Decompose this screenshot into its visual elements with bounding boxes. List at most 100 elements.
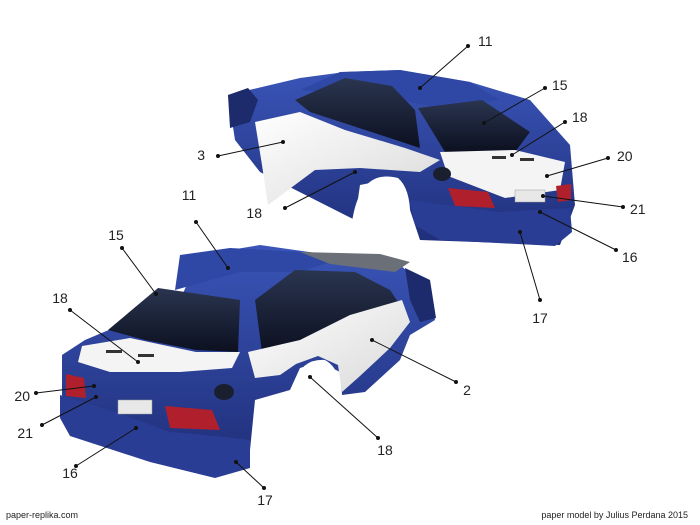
lower-car-callout-dot-16-start	[134, 426, 138, 430]
upper-car-shell	[228, 70, 575, 246]
upper-car-callout-line-16	[539, 211, 617, 251]
upper-car-callout-line-21	[542, 195, 624, 208]
upper-car-callout-line-20	[546, 157, 609, 177]
upper-car-front-cutout	[228, 88, 258, 128]
lower-car-taillight-left	[66, 374, 86, 398]
lower-car-callout-line-15	[121, 247, 157, 295]
footer-site: paper-replika.com	[6, 510, 79, 520]
lower-car-callout-label-21: 21	[17, 425, 33, 441]
upper-car-callout-dot-11-end	[466, 44, 470, 48]
lower-car-callout-dot-18-end	[68, 308, 72, 312]
lower-car-callout-dot-21-end	[40, 423, 44, 427]
lower-car-roof	[175, 248, 330, 290]
lower-car-front-cutout	[405, 268, 436, 322]
upper-car-callout-line-15	[483, 87, 546, 124]
lower-car-fuel-cap	[214, 384, 234, 400]
upper-car-callout-dot-15-start	[482, 121, 486, 125]
upper-car-callout-dot-18-end	[283, 206, 287, 210]
lower-car-callout-label-18: 18	[377, 442, 393, 458]
lower-car-rear-window	[108, 288, 240, 352]
upper-car-callout-dot-18-end	[563, 120, 567, 124]
lower-car-taillight-right	[165, 406, 220, 430]
lower-car-callout-dot-18-end	[376, 436, 380, 440]
upper-car-callout-dot-20-end	[606, 156, 610, 160]
upper-car-callout-dot-11-start	[418, 86, 422, 90]
upper-car-wheel-arch	[352, 176, 411, 225]
lower-car-callout-dot-15-start	[154, 292, 158, 296]
upper-car-trunk	[440, 150, 565, 198]
lower-car-wheel-arch	[292, 359, 342, 395]
upper-car-callout-dot-17-end	[538, 298, 542, 302]
upper-car-callout-label-17: 17	[532, 310, 548, 326]
lower-car-shell	[60, 245, 436, 478]
upper-car-callout-dot-18-start	[353, 170, 357, 174]
lower-car-callout-dot-17-start	[234, 460, 238, 464]
lower-car-roof-panel	[300, 252, 410, 272]
lower-car-callout-dot-16-end	[74, 464, 78, 468]
upper-car-callout-dot-15-end	[543, 86, 547, 90]
upper-car-callout-dot-3-end	[216, 154, 220, 158]
upper-car-license-plate	[514, 189, 546, 203]
lower-car-callout-label-20: 20	[14, 388, 30, 404]
lower-car-callout-dot-18-start	[308, 375, 312, 379]
upper-car-fuel-cap	[433, 167, 451, 181]
lower-car-callout-dot-11-start	[226, 266, 230, 270]
upper-car-callout-line-17	[519, 231, 541, 301]
footer-credit: paper model by Julius Perdana 2015	[541, 510, 688, 520]
lower-car-livery-side	[248, 300, 410, 392]
lower-car-callout-dot-2-start	[370, 338, 374, 342]
upper-car-callout-dot-16-start	[538, 210, 542, 214]
upper-car-callout-line-11	[419, 45, 469, 89]
upper-car-rear-window	[418, 100, 530, 152]
upper-car-trunk-vent-1	[492, 156, 506, 159]
upper-car-side-window	[295, 78, 420, 148]
lower-car-callout-line-17	[235, 461, 265, 489]
upper-car-callout-label-15: 15	[552, 77, 568, 93]
lower-car-callout-line-18	[69, 309, 139, 363]
upper-car-callout-label-16: 16	[622, 249, 638, 265]
lower-car-callout-dot-18-start	[136, 360, 140, 364]
lower-car-callout-line-21	[41, 396, 97, 426]
upper-car-taillight-left	[448, 188, 495, 208]
upper-car-taillight-right	[556, 184, 571, 202]
lower-car-license-plate	[117, 399, 153, 415]
upper-car-callout-label-20: 20	[617, 148, 633, 164]
lower-car-callout-dot-15-end	[120, 246, 124, 250]
upper-car-livery-side	[255, 112, 440, 205]
lower-car-callout-dot-2-end	[454, 380, 458, 384]
lower-car-callout-label-2: 2	[463, 382, 471, 398]
lower-car-trunk-vent-2	[138, 354, 154, 357]
lower-car-trunk-vent-1	[106, 350, 122, 353]
upper-car-callout-label-21: 21	[630, 201, 646, 217]
lower-car-callout-line-2	[371, 339, 457, 383]
lower-car-callout-line-20	[35, 385, 95, 394]
lower-car-callout-label-18: 18	[52, 290, 68, 306]
upper-car-callout-dot-17-start	[518, 230, 522, 234]
upper-car-callout-dot-18-start	[510, 153, 514, 157]
lower-car-callout-line-16	[75, 427, 137, 467]
upper-car-callout-line-18	[284, 171, 356, 209]
lower-car-callout-label-11: 11	[182, 187, 197, 203]
lower-car-callout-line-11	[195, 221, 229, 269]
upper-car-rear-bumper	[410, 200, 572, 246]
lower-car-callout-dot-20-end	[34, 391, 38, 395]
upper-car-callout-dot-21-end	[621, 205, 625, 209]
upper-car-callout-dot-21-start	[541, 194, 545, 198]
lower-car-callout-dot-20-start	[92, 384, 96, 388]
upper-car-callout-label-3: 3	[197, 147, 205, 163]
lower-car-callout-dot-21-start	[94, 395, 98, 399]
upper-car-callout-label-18: 18	[572, 109, 588, 125]
upper-car-callout-dot-20-start	[545, 174, 549, 178]
upper-car-callout-dot-3-start	[281, 140, 285, 144]
upper-car-callout-label-18: 18	[246, 205, 262, 221]
lower-car-side-window	[255, 270, 400, 352]
lower-car-callout-line-18	[309, 376, 379, 439]
upper-car-callout-label-11: 11	[478, 33, 493, 49]
lower-car-callout-label-17: 17	[257, 492, 273, 508]
upper-car-trunk-vent-2	[520, 158, 534, 161]
lower-car-callout-dot-17-end	[262, 486, 266, 490]
upper-car-callout-line-3	[217, 141, 284, 157]
upper-car-callout-dot-16-end	[614, 248, 618, 252]
